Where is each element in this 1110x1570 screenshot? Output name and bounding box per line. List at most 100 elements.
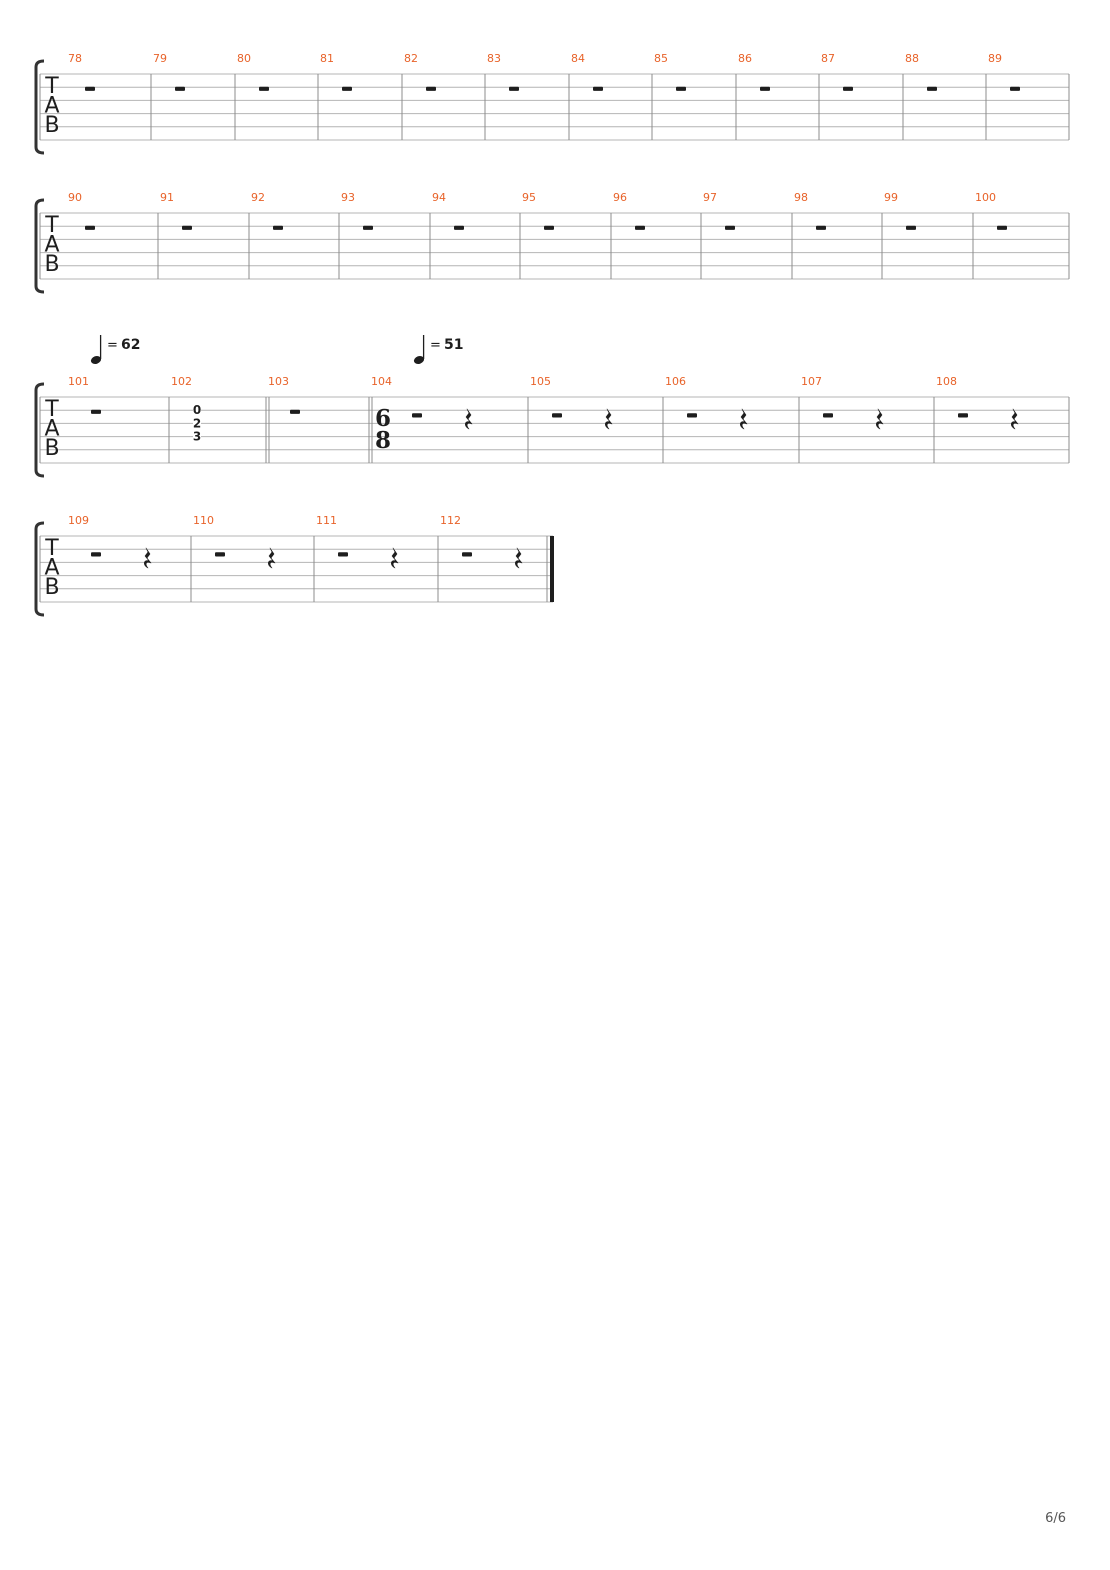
fret-number: 0 [193, 403, 201, 417]
fret-backdrop [193, 405, 201, 416]
measure-number: 105 [530, 375, 551, 388]
tempo-value: 62 [121, 337, 140, 353]
system-bracket [34, 521, 45, 617]
measure-number: 83 [487, 52, 501, 65]
measure-number: 79 [153, 52, 167, 65]
quarter-rest [515, 547, 523, 569]
measure-number: 110 [193, 514, 214, 527]
whole-rest [725, 225, 735, 230]
tab-clef-letter: T [44, 536, 59, 561]
whole-rest [509, 86, 519, 91]
whole-rest [816, 225, 826, 230]
tab-clef-letter: A [44, 556, 59, 581]
measure-number: 95 [522, 191, 536, 204]
fret-number: 2 [193, 416, 201, 430]
measure-number: 96 [613, 191, 627, 204]
quarter-rest [268, 547, 276, 569]
whole-rest [544, 225, 554, 230]
system-bracket [34, 59, 45, 155]
measure-number: 85 [654, 52, 668, 65]
tab-system: TAB 109 110 111 112 [34, 514, 554, 617]
whole-rest [927, 86, 937, 91]
whole-rest [635, 225, 645, 230]
measure-number: 99 [884, 191, 898, 204]
whole-rest [259, 86, 269, 91]
whole-rest [1010, 86, 1020, 91]
measure-number: 82 [404, 52, 418, 65]
measure-number: 102 [171, 375, 192, 388]
tab-clef-letter: T [44, 74, 59, 99]
fret-backdrop [193, 418, 201, 429]
whole-rest [85, 86, 95, 91]
whole-rest [593, 86, 603, 91]
whole-rest [843, 86, 853, 91]
measure-number: 101 [68, 375, 89, 388]
measure-number: 100 [975, 191, 996, 204]
tab-clef-letter: B [44, 575, 59, 600]
measure-number: 88 [905, 52, 919, 65]
whole-rest [906, 225, 916, 230]
time-signature-denominator: 8 [375, 427, 391, 454]
measure-number: 94 [432, 191, 446, 204]
measure-number: 111 [316, 514, 337, 527]
quarter-rest [465, 408, 473, 430]
whole-rest [85, 225, 95, 230]
half-rest [91, 552, 101, 557]
measure-number: 103 [268, 375, 289, 388]
whole-rest [997, 225, 1007, 230]
tab-clef-letter: T [44, 213, 59, 238]
fret-number: 3 [193, 430, 201, 444]
half-rest [552, 413, 562, 418]
tempo-equals: = [430, 338, 441, 353]
tab-clef-letter: A [44, 417, 59, 442]
fret-backdrop [193, 431, 201, 442]
whole-rest [426, 86, 436, 91]
quarter-rest [605, 408, 613, 430]
measure-number: 86 [738, 52, 752, 65]
system-bracket [34, 382, 45, 478]
quarter-rest [1011, 408, 1019, 430]
whole-rest [363, 225, 373, 230]
half-rest [823, 413, 833, 418]
whole-rest [290, 409, 300, 414]
quarter-rest [391, 547, 399, 569]
measure-number: 81 [320, 52, 334, 65]
page-number: 6/6 [1045, 1511, 1066, 1526]
tempo-equals: = [107, 338, 118, 353]
quarter-rest [144, 547, 152, 569]
measure-number: 89 [988, 52, 1002, 65]
half-rest [412, 413, 422, 418]
half-rest [462, 552, 472, 557]
quarter-rest [876, 408, 884, 430]
measure-number: 91 [160, 191, 174, 204]
measure-number: 84 [571, 52, 585, 65]
whole-rest [454, 225, 464, 230]
whole-rest [175, 86, 185, 91]
tab-clef-letter: A [44, 94, 59, 119]
tab-clef-letter: B [44, 436, 59, 461]
measure-number: 104 [371, 375, 392, 388]
half-rest [958, 413, 968, 418]
whole-rest [342, 86, 352, 91]
measure-number: 109 [68, 514, 89, 527]
whole-rest [91, 409, 101, 414]
tab-clef-letter: B [44, 113, 59, 138]
measure-number: 90 [68, 191, 82, 204]
half-rest [338, 552, 348, 557]
measure-number: 80 [237, 52, 251, 65]
measure-number: 92 [251, 191, 265, 204]
measure-number: 97 [703, 191, 717, 204]
whole-rest [760, 86, 770, 91]
tab-clef-letter: T [44, 397, 59, 422]
half-rest [687, 413, 697, 418]
quarter-note-icon [90, 356, 102, 364]
tempo-value: 51 [444, 337, 463, 353]
measure-number: 112 [440, 514, 461, 527]
measure-number: 98 [794, 191, 808, 204]
quarter-rest [740, 408, 748, 430]
time-signature-numerator: 6 [375, 405, 391, 432]
half-rest [215, 552, 225, 557]
